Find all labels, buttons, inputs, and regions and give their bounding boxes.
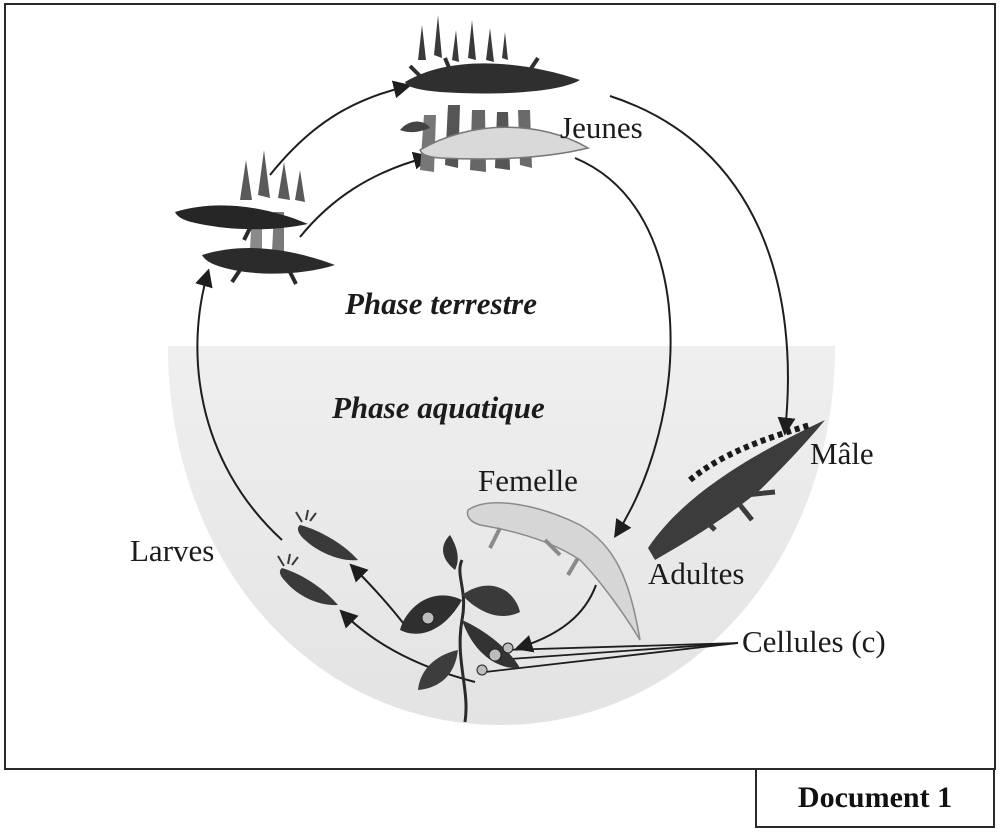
aquatic-plant-with-eggs-icon <box>400 535 520 723</box>
cellules-pointer-lines <box>484 642 739 673</box>
document-label-box: Document 1 <box>755 768 995 828</box>
arrow-eggs-to-larva-2 <box>339 609 476 683</box>
document-label: Document 1 <box>797 781 953 814</box>
larva-icon <box>277 553 338 606</box>
phase-terrestre-title: Phase terrestre <box>345 286 538 321</box>
arrow-larvae-to-juveniles <box>195 268 283 541</box>
juvenile-newt-on-grass-icon <box>400 15 590 172</box>
label-femelle: Femelle <box>478 463 578 498</box>
label-jeunes: Jeunes <box>560 110 643 145</box>
arrow-adults-to-eggs <box>514 584 597 653</box>
diagram-frame <box>4 3 996 770</box>
juvenile-newt-pair-icon <box>175 150 335 285</box>
phase-aquatique-title: Phase aquatique <box>332 390 545 425</box>
label-cellules: Cellules (c) <box>742 624 886 659</box>
arrow-jeunes-to-female <box>574 157 672 539</box>
arrow-jeunes-to-male <box>609 95 796 436</box>
label-adultes: Adultes <box>648 556 745 591</box>
male-newt-icon <box>648 420 825 560</box>
water-area <box>168 346 835 725</box>
arrow-juvenile2-to-jeunes <box>299 151 432 238</box>
label-male: Mâle <box>810 436 874 471</box>
arrow-juvenile-to-grass <box>269 80 412 176</box>
label-larves: Larves <box>130 533 215 568</box>
larva-icon <box>295 509 358 561</box>
female-newt-icon <box>466 502 641 641</box>
